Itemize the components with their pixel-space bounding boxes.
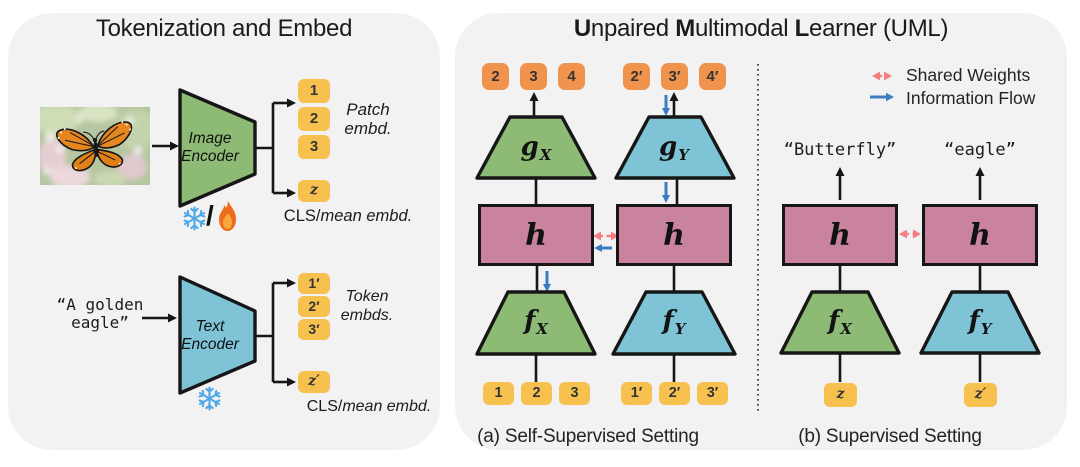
- caption-supervised: (b) Supervised Setting: [798, 426, 982, 447]
- prediction-eagle: “eagle”: [944, 140, 1016, 160]
- a-token-in-1p: 1′: [621, 382, 652, 405]
- a-token-in-2p: 2′: [659, 382, 690, 405]
- fx-label-a: fX: [524, 306, 548, 338]
- text-encoder-label: Text Encoder: [181, 318, 239, 353]
- a-token-in-3p: 3′: [697, 382, 728, 405]
- snowflake-icon: [198, 386, 221, 411]
- a-token-in-1: 1: [483, 382, 514, 405]
- snowflake-icon: [183, 206, 206, 231]
- a-token-x-2: 2: [482, 63, 509, 90]
- a-token-in-2: 2: [521, 382, 552, 405]
- image-encoder-label: Image Encoder: [181, 130, 239, 165]
- h-box-y-sup: h: [922, 204, 1038, 266]
- fx-label-b: fX: [828, 306, 852, 338]
- token-embed-3: 3′: [298, 319, 330, 340]
- cls-mean-embed-label-top: CLS/mean embd.: [283, 207, 413, 225]
- a-token-in-3: 3: [559, 382, 590, 405]
- a-token-y-3p: 3′: [661, 63, 688, 90]
- legend-information-flow-label: Information Flow: [906, 88, 1036, 108]
- prediction-butterfly: “Butterfly”: [783, 140, 897, 160]
- patch-embed-label: Patch embd.: [344, 100, 392, 138]
- h-box-x-sup: h: [782, 204, 898, 266]
- uml-panel-title: Unpaired Multimodal Learner (UML): [573, 15, 949, 42]
- legend-shared-weights-label: Shared Weights: [906, 65, 1031, 85]
- text-prompt: “A golden eagle”: [56, 295, 144, 332]
- fy-label-a: fY: [662, 306, 686, 338]
- left-panel-title: Tokenization and Embed: [95, 15, 353, 42]
- flame-icon: [219, 201, 236, 231]
- fy-label-b: fY: [968, 306, 992, 338]
- token-embeds-label: Token embds.: [340, 288, 394, 324]
- token-embed-1: 1′: [298, 273, 330, 294]
- patch-token-1: 1: [298, 79, 330, 103]
- a-token-y-2p: 2′: [623, 63, 650, 90]
- butterfly-photo: [40, 107, 150, 185]
- caption-self-supervised: (a) Self-Supervised Setting: [477, 426, 699, 447]
- h-box-x-selfsup: h: [478, 204, 594, 266]
- token-cls-token: z′: [298, 371, 330, 393]
- b-token-z: z: [824, 383, 857, 407]
- gx-label: gX: [520, 132, 552, 164]
- token-embed-2: 2′: [298, 296, 330, 317]
- a-token-x-4: 4: [558, 63, 585, 90]
- b-token-zp: z′: [964, 383, 997, 407]
- cls-mean-embed-label-bottom: CLS/mean embd.: [306, 398, 432, 415]
- patch-token-2: 2: [298, 107, 330, 131]
- patch-token-3: 3: [298, 135, 330, 159]
- butterfly-illustration: [55, 121, 133, 172]
- gy-label: gY: [659, 132, 689, 164]
- frozen-or-tuned-slash: /: [206, 200, 214, 231]
- a-token-x-3: 3: [520, 63, 547, 90]
- patch-cls-token: z: [298, 180, 330, 202]
- h-box-y-selfsup: h: [616, 204, 732, 266]
- a-token-y-4p: 4′: [699, 63, 726, 90]
